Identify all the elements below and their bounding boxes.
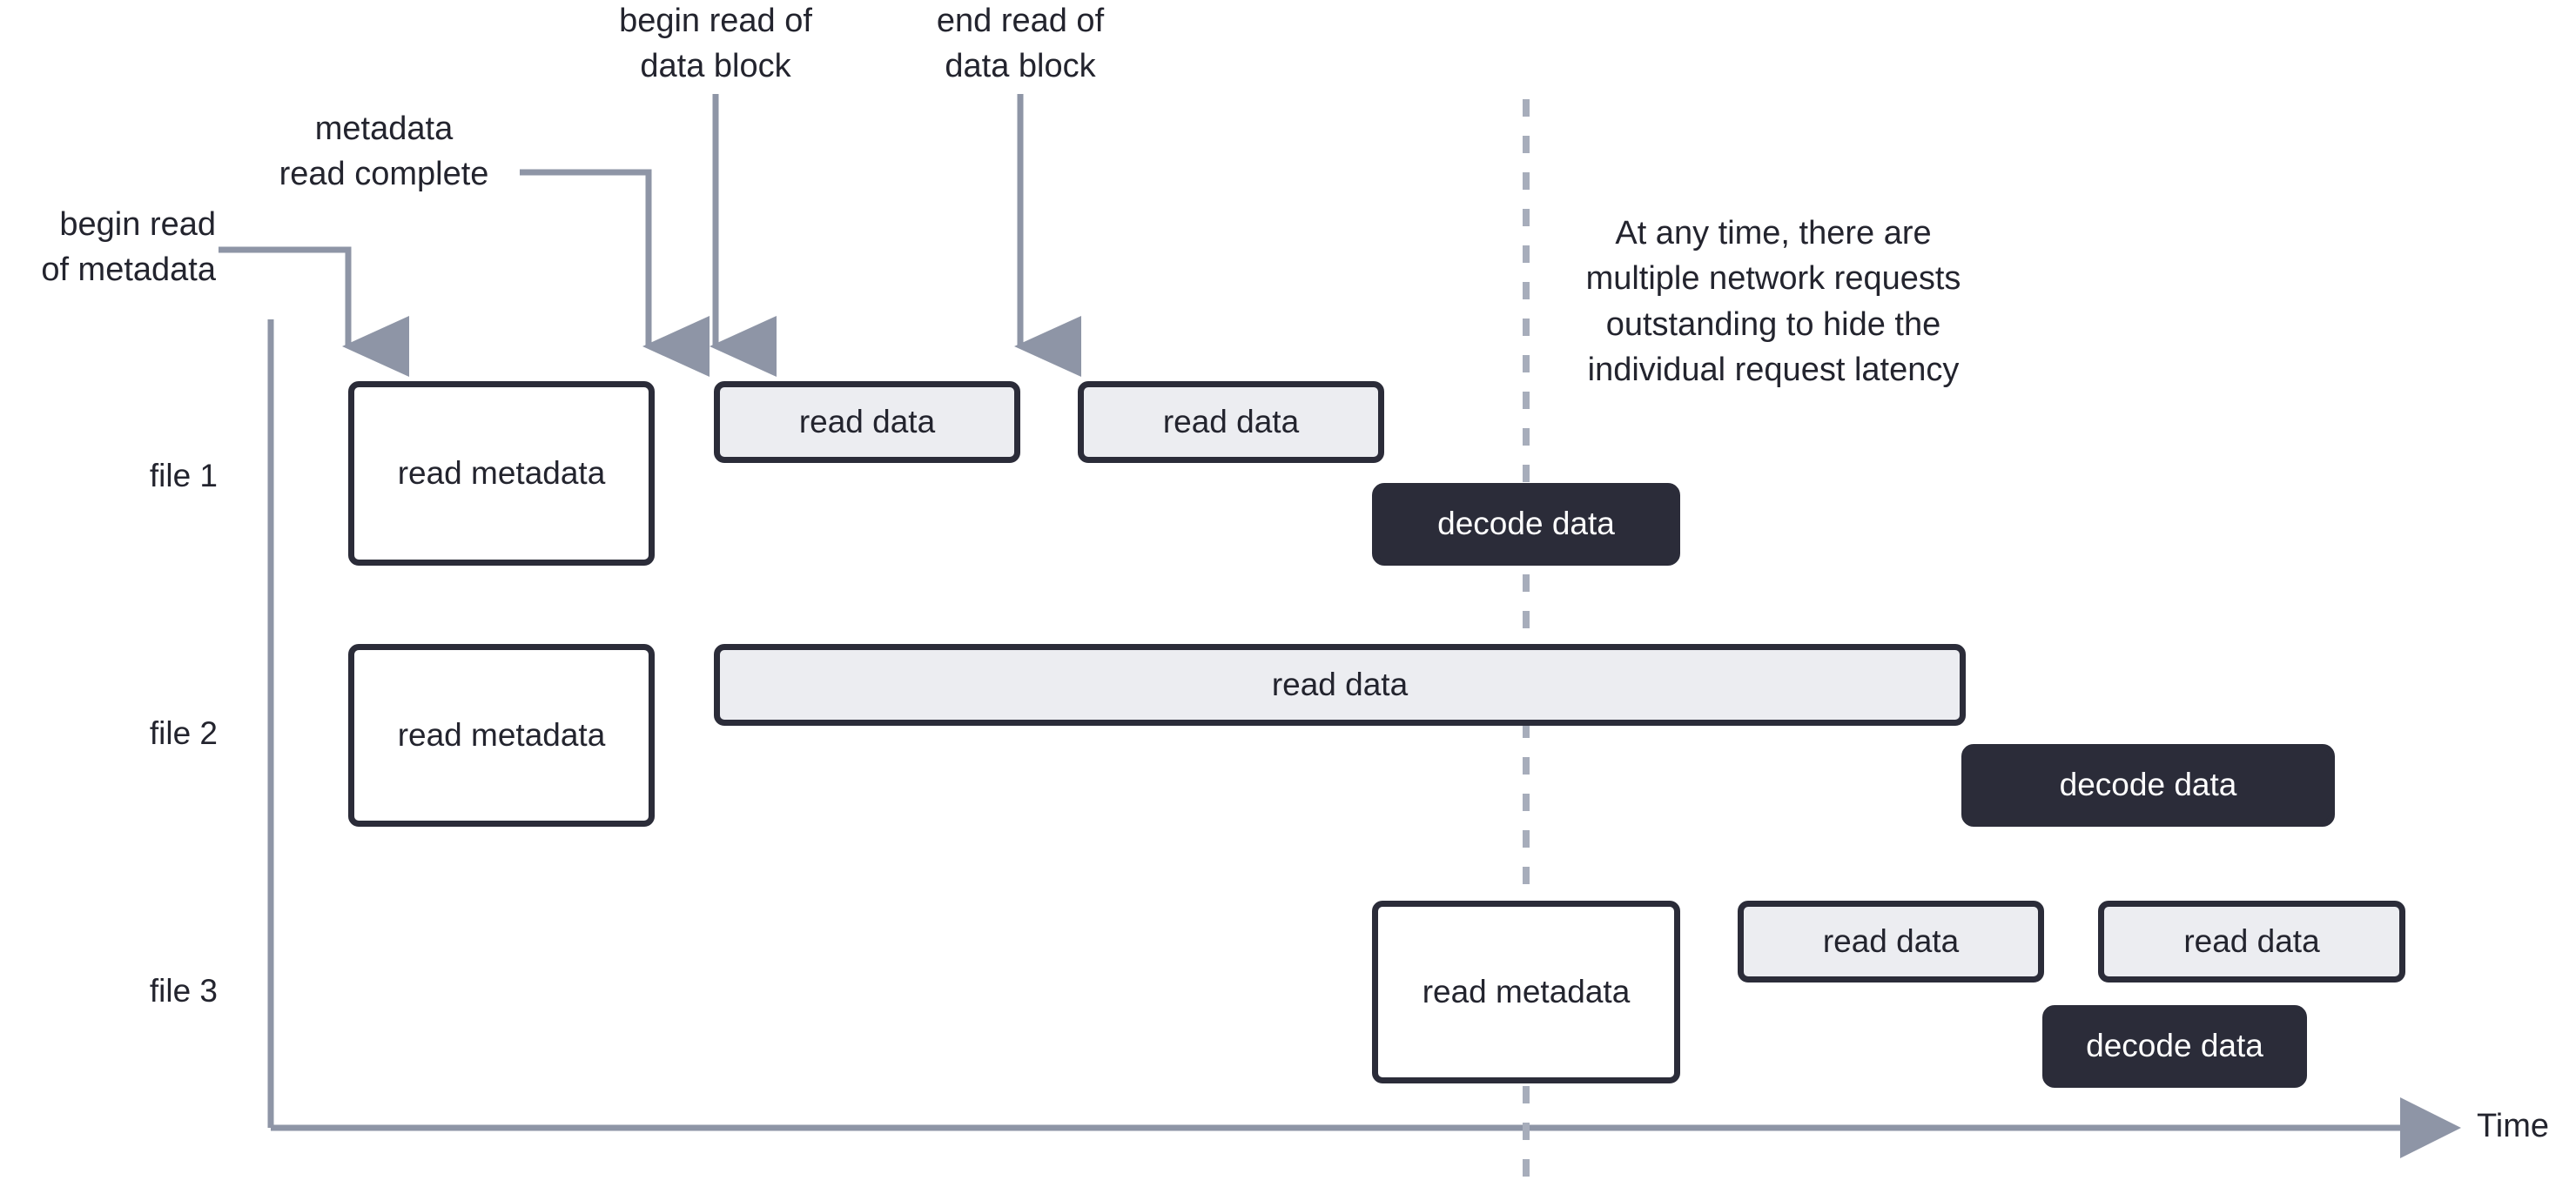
task-f2-read-data-1[interactable]: read data	[714, 644, 1966, 726]
leader-begin-read-of-metadata	[219, 246, 409, 377]
leader-metadata-read-complete	[520, 169, 710, 377]
task-f1-read-data-1[interactable]: read data	[714, 381, 1020, 463]
task-f3-read-data-1[interactable]: read data	[1738, 901, 2044, 982]
task-f3-decode-data[interactable]: decode data	[2042, 1005, 2307, 1088]
callout-end-read-of-data-block: end read of data block	[936, 3, 1105, 85]
lane-label-file-1: file 1	[149, 458, 218, 493]
lane-label-file-3: file 3	[149, 973, 218, 1009]
task-f1-decode-data[interactable]: decode data	[1372, 483, 1680, 566]
callout-metadata-read-complete: metadata read complete	[279, 111, 489, 193]
task-f1-read-data-2[interactable]: read data	[1078, 381, 1384, 463]
task-f2-decode-data[interactable]: decode data	[1961, 744, 2335, 827]
lane-label-file-2: file 2	[149, 715, 218, 751]
latency-hiding-note: At any time, there are multiple network …	[1585, 215, 1961, 389]
time-axis-label: Time	[2477, 1108, 2550, 1144]
task-f3-read-metadata[interactable]: read metadata	[1372, 901, 1680, 1083]
task-f1-read-metadata[interactable]: read metadata	[348, 381, 655, 566]
task-f3-read-data-2[interactable]: read data	[2098, 901, 2405, 982]
callout-begin-read-of-metadata: begin read of metadata	[41, 206, 216, 289]
callout-begin-read-of-data-block: begin read of data block	[619, 3, 812, 85]
task-f2-read-metadata[interactable]: read metadata	[348, 644, 655, 827]
